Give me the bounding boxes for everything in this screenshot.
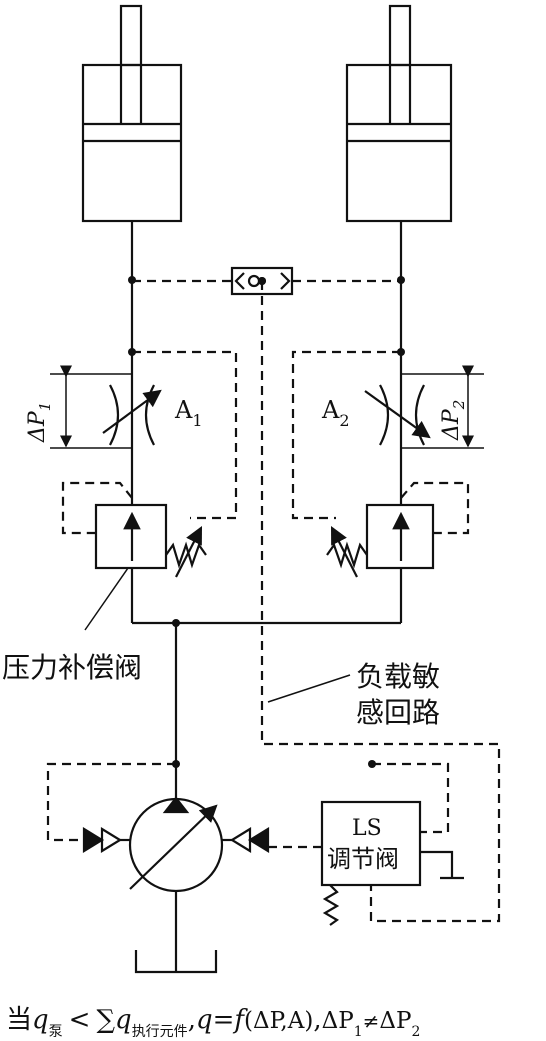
variable-pump	[128, 796, 224, 893]
ls-valve-label-line2: 调节阀	[327, 845, 399, 873]
right-displacement-actuator	[222, 827, 270, 853]
ls-valve-label-line1: LS	[352, 816, 382, 841]
compensator-leader-line	[84, 567, 129, 631]
right-cylinder	[345, 4, 453, 223]
left-pressure-compensator	[94, 503, 207, 578]
area-label-left: A1	[174, 396, 203, 430]
right-variable-throttle	[364, 384, 431, 446]
left-displacement-actuator	[82, 827, 130, 853]
load-sensing-label-line1: 负载敏	[356, 660, 440, 693]
delta-p-right-label: ΔP2	[439, 400, 468, 441]
pilot-lines	[46, 279, 501, 923]
load-sensing-label-line2: 感回路	[356, 696, 440, 729]
left-cylinder	[81, 4, 183, 223]
junction-dots	[128, 276, 405, 768]
caption-formula: 当q泵<∑q执行元件,q=f(ΔP,A),ΔP1≠ΔP2	[6, 1005, 420, 1040]
ls-control-valve	[320, 800, 464, 926]
area-label-right: A2	[321, 396, 350, 430]
shuttle-valve	[230, 266, 294, 296]
main-pressure-lines	[130, 221, 403, 974]
delta-p-left-label: ΔP1	[25, 402, 54, 443]
load-sensing-leader-line	[267, 674, 351, 703]
delta-p-left-marker	[50, 365, 132, 449]
delta-p-right-marker	[401, 365, 484, 449]
compensator-valve-label: 压力补偿阀	[2, 651, 142, 684]
right-pressure-compensator	[326, 503, 435, 578]
left-variable-throttle	[102, 384, 162, 446]
